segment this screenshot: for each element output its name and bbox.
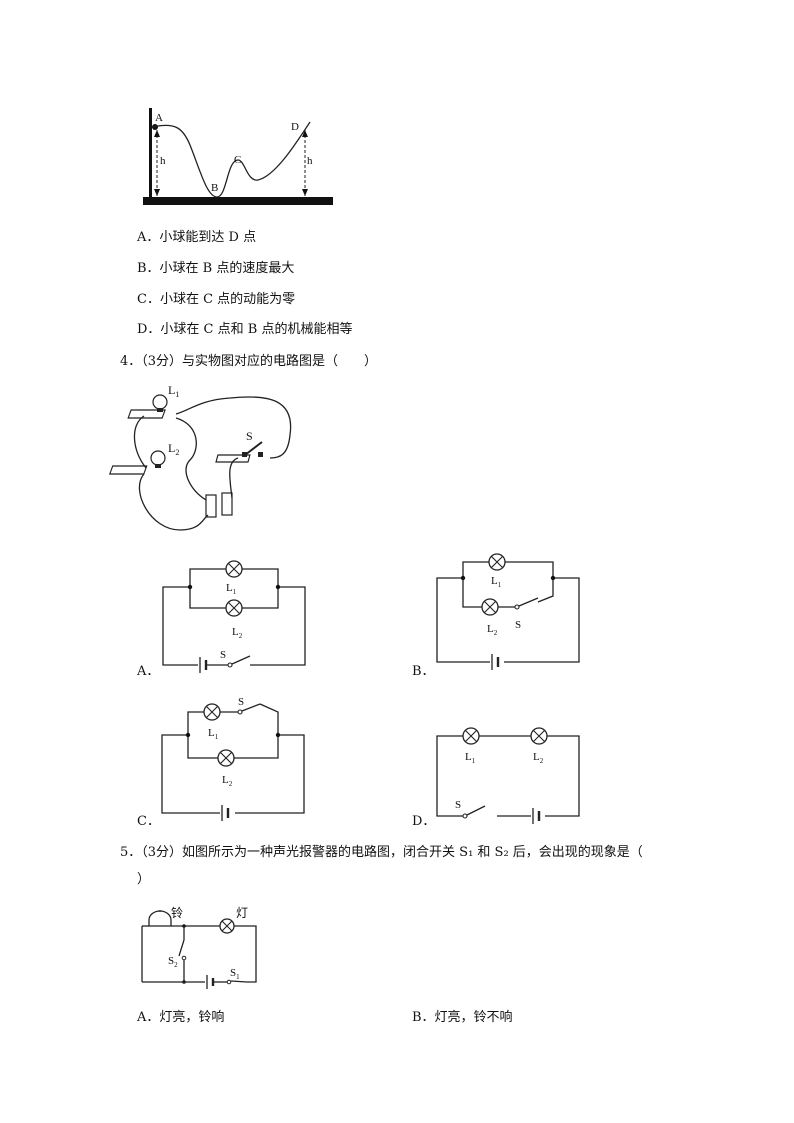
b-label-l2: L2 xyxy=(487,623,498,637)
c-label-l1: L1 xyxy=(208,727,219,741)
switch-icon xyxy=(237,709,243,715)
label-s1: S1 xyxy=(230,967,240,981)
b-label-s: S xyxy=(515,619,521,631)
q4-choice-b-diagram: L1 L2 S xyxy=(436,553,580,672)
q4-stem: 4．（3分）与实物图对应的电路图是（ ） xyxy=(120,354,378,369)
b-label-l1: L1 xyxy=(491,575,502,589)
q3-option-c[interactable]: C．小球在 C 点的动能为零 xyxy=(137,292,296,307)
switch-icon xyxy=(227,662,233,668)
switch-s2-icon xyxy=(178,939,185,957)
label-B: B xyxy=(211,182,218,194)
q5-stem-line1: 5．（3分）如图所示为一种声光报警器的电路图，闭合开关 S₁ 和 S₂ 后，会出… xyxy=(120,845,643,860)
label-h-right: h xyxy=(307,155,313,167)
vertical-post xyxy=(149,108,152,200)
switch-icon xyxy=(215,441,263,463)
track-curve xyxy=(152,121,311,198)
label-s2: S2 xyxy=(168,955,178,969)
q5-option-b[interactable]: B．灯亮，铃不响 xyxy=(412,1010,513,1025)
battery-icon xyxy=(205,492,233,518)
q4-choice-d-diagram: L1 L2 S xyxy=(436,727,580,826)
photo-label-s: S xyxy=(246,429,253,443)
q5-stem-line2: ） xyxy=(137,872,151,887)
label-bell: 铃 xyxy=(171,905,183,920)
a-label-l2: L2 xyxy=(232,626,243,640)
d-label-s: S xyxy=(455,799,461,811)
q4-choice-c-diagram: L1 L2 S xyxy=(161,696,305,823)
a-label-l1: L1 xyxy=(226,582,237,596)
ground-bar xyxy=(143,197,333,205)
q4-choice-a-diagram: L1 L2 S xyxy=(162,560,306,675)
q4-physical-circuit: L1 L2 S xyxy=(108,383,292,531)
bell-icon xyxy=(148,910,172,927)
c-label-l2: L2 xyxy=(222,774,233,788)
c-label-s: S xyxy=(238,696,244,708)
q3-option-a[interactable]: A．小球能到达 D 点 xyxy=(137,230,257,245)
bulb-l2-icon xyxy=(108,450,166,475)
q4-choice-a[interactable]: A． xyxy=(137,664,160,679)
q4-choice-c[interactable]: C． xyxy=(137,814,160,829)
q3-option-b[interactable]: B．小球在 B 点的速度最大 xyxy=(137,261,295,276)
q5-alarm-circuit: 铃 灯 S2 S1 xyxy=(141,905,257,992)
q3-track-figure: A B C D h h xyxy=(143,108,333,205)
q4-choice-d[interactable]: D． xyxy=(412,814,436,829)
d-label-l1: L1 xyxy=(465,751,476,765)
bulb-l1-icon xyxy=(127,394,168,419)
q4-choice-b[interactable]: B． xyxy=(412,664,435,679)
q3-option-d[interactable]: D．小球在 C 点和 B 点的机械能相等 xyxy=(137,322,353,337)
photo-label-l2: L2 xyxy=(168,441,179,457)
label-D: D xyxy=(291,121,299,133)
photo-label-l1: L1 xyxy=(168,383,179,399)
switch-icon xyxy=(462,813,468,819)
d-label-l2: L2 xyxy=(533,751,544,765)
switch-s1-icon xyxy=(230,980,248,983)
label-C: C xyxy=(234,154,241,166)
a-label-s: S xyxy=(220,649,226,661)
q5-option-a[interactable]: A．灯亮，铃响 xyxy=(137,1010,225,1025)
switch-icon xyxy=(514,604,520,610)
label-lamp: 灯 xyxy=(236,906,248,920)
label-h-left: h xyxy=(160,155,166,167)
label-A: A xyxy=(155,112,163,124)
